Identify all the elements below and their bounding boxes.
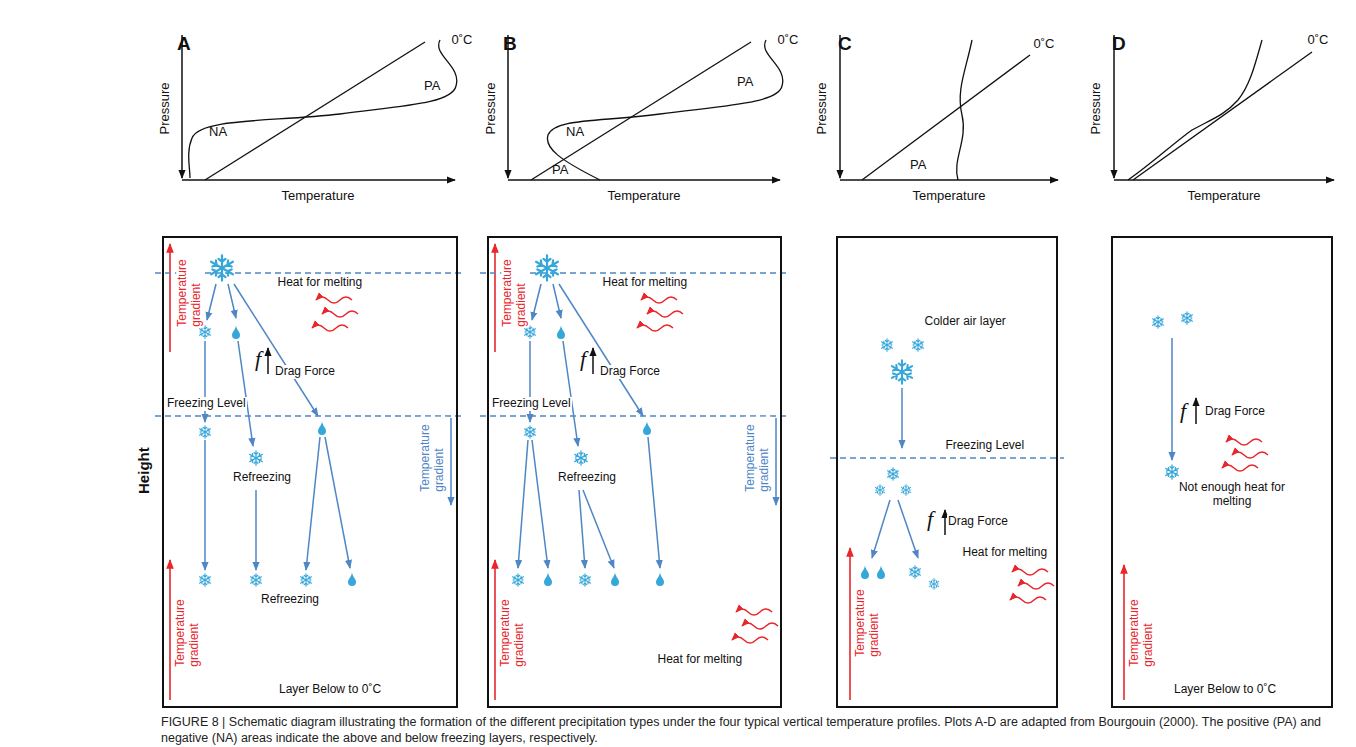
panel-annotation: Heat for melting xyxy=(657,653,744,667)
panel-annotation: Temperature gradient xyxy=(419,417,447,493)
panel-annotation: Freezing Level xyxy=(166,397,247,411)
axis-label: Height xyxy=(134,446,151,495)
panel-annotation: Temperature gradient xyxy=(174,592,202,668)
process-panel: Temperature gradient Heat for melting fDra… xyxy=(162,236,458,708)
plot-label: NA xyxy=(565,125,585,140)
panel-annotation: f xyxy=(254,346,262,371)
panel-annotation: Drag Force xyxy=(599,365,661,379)
axis-label: Pressure xyxy=(158,81,173,135)
plot-label: PA xyxy=(909,158,927,173)
panel-annotation: Refreezing xyxy=(557,471,617,485)
plot-label: Temperature xyxy=(281,189,356,204)
panel-annotation: Heat for melting xyxy=(602,276,689,290)
panel-annotation: Drag Force xyxy=(947,515,1009,529)
plot-label: PA xyxy=(551,163,569,178)
panel-annotation: Not enough heat for melting xyxy=(1175,481,1289,509)
panel-annotation: Drag Force xyxy=(1204,405,1266,419)
panel-letter: C xyxy=(837,33,853,55)
panel-annotation: Refreezing xyxy=(232,471,292,485)
plot-label: 0˚C xyxy=(777,33,800,48)
axis-label: Pressure xyxy=(815,81,830,135)
axis-label: Pressure xyxy=(484,81,499,135)
figure-caption: FIGURE 8 | Schematic diagram illustratin… xyxy=(160,714,1347,746)
panel-annotation: Layer Below to 0˚C xyxy=(1173,683,1277,697)
process-panel: Temperature gradientHeat for meltingfDra… xyxy=(487,236,782,708)
panel-annotation: Heat for melting xyxy=(962,546,1049,560)
panel-annotation: f xyxy=(579,346,587,371)
panel-annotation: Freezing Level xyxy=(491,397,572,411)
plot-label: Temperature xyxy=(1187,189,1262,204)
plot-label: Temperature xyxy=(607,189,682,204)
axis-label: Pressure xyxy=(1089,81,1104,135)
panel-annotation: Drag Force xyxy=(274,365,336,379)
panel-annotation: Freezing Level xyxy=(945,439,1026,453)
plot-label: PA xyxy=(423,79,441,94)
plot-label: Temperature xyxy=(912,189,987,204)
plot-label: 0˚C xyxy=(451,33,474,48)
plot-label: PA xyxy=(736,75,754,90)
plot-label: NA xyxy=(208,125,228,140)
process-panel: Colder air layerFreezing Level f Drag Forc… xyxy=(836,236,1058,708)
panel-annotation: Layer Below to 0˚C xyxy=(278,683,382,697)
panel-annotation: Temperature gradient xyxy=(744,417,772,493)
plot-label: 0˚C xyxy=(1307,33,1330,48)
panel-letter: D xyxy=(1111,33,1127,55)
panel-annotation: Temperature gradient xyxy=(499,592,527,668)
panel-annotation: Temperature gradient xyxy=(501,252,529,328)
panel-annotation: f xyxy=(926,506,934,531)
panel-letter: A xyxy=(176,33,192,55)
panel-letter: B xyxy=(502,33,518,55)
panel-annotation: f xyxy=(1179,398,1187,423)
panel-annotation: Refreezing xyxy=(260,593,320,607)
panel-annotation: Heat for melting xyxy=(277,276,364,290)
panel-annotation: Colder air layer xyxy=(924,315,1007,329)
process-panel: f Drag ForceNot enough heat for meltingTe… xyxy=(1111,236,1333,708)
plot-label: 0˚C xyxy=(1033,37,1056,52)
panel-annotation: Temperature gradient xyxy=(176,252,204,328)
panel-annotation: Temperature gradient xyxy=(854,582,882,658)
panel-annotation: Temperature gradient xyxy=(1128,592,1156,668)
